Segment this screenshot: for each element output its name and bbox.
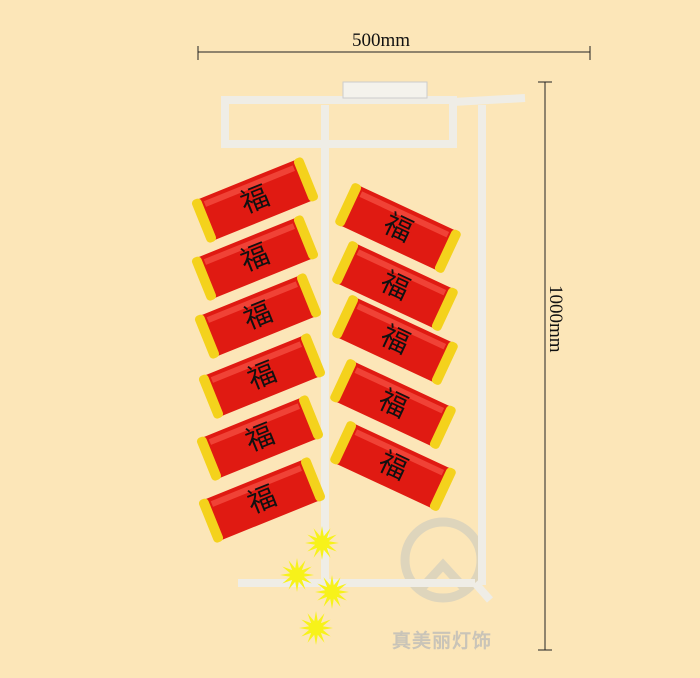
firework-stars <box>280 526 349 645</box>
metal-frame <box>221 94 526 603</box>
mount-bracket <box>342 81 428 99</box>
lantern: 福 <box>198 457 326 543</box>
star-burst <box>280 558 314 592</box>
watermark-text: 真美丽灯饰 <box>392 630 493 652</box>
lantern: 福 <box>335 183 461 273</box>
lantern: 福 <box>191 157 319 243</box>
lantern: 福 <box>332 295 458 385</box>
lantern: 福 <box>196 395 324 481</box>
width-dimension-line <box>197 46 591 60</box>
lantern: 福 <box>332 241 458 331</box>
lantern: 福 <box>191 215 319 301</box>
height-dimension-line <box>538 81 552 651</box>
lantern: 福 <box>198 333 326 419</box>
star-burst <box>299 611 333 645</box>
star-burst <box>305 526 339 560</box>
width-label: 500mm <box>352 30 411 51</box>
lantern: 福 <box>330 359 456 449</box>
height-label: 1000mm <box>545 285 566 353</box>
lantern: 福 <box>194 273 322 359</box>
lantern: 福 <box>330 421 456 511</box>
star-burst <box>315 575 349 609</box>
lantern-group: 福 福 福 福 福 福 福 福 福 福 福 <box>191 157 461 543</box>
